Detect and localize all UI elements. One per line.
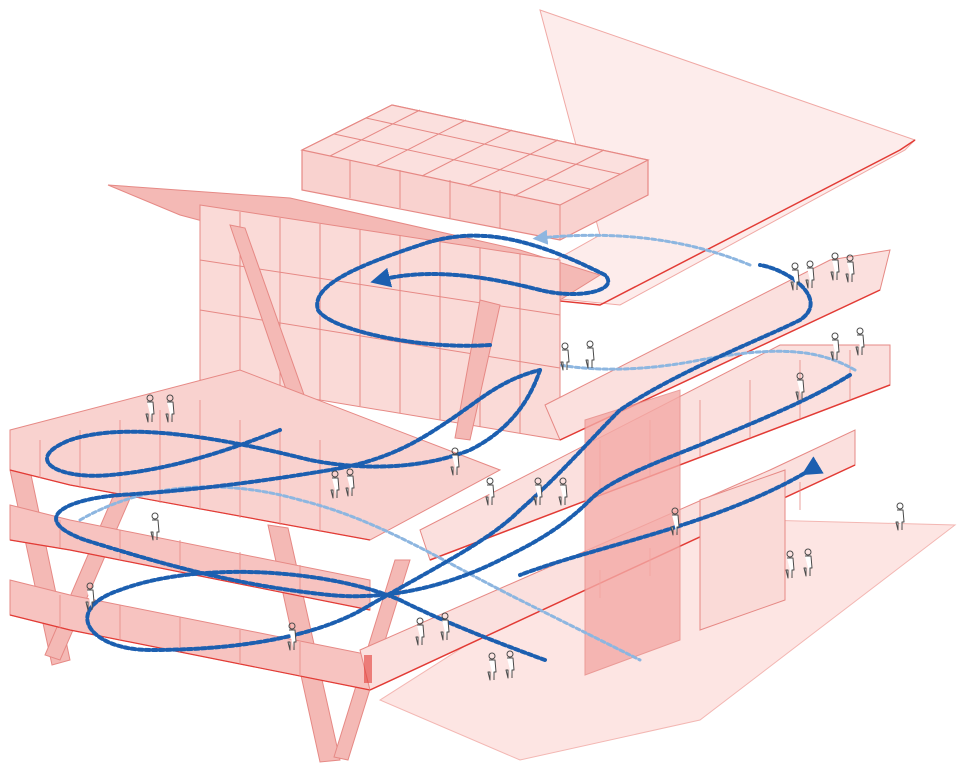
- railing-panels: [39, 400, 321, 676]
- circulation-primary: [45, 233, 852, 662]
- person-figure-icon: [150, 512, 160, 541]
- floor-level-3: [9, 369, 502, 541]
- detail-marker: [364, 655, 372, 683]
- floor-level-2: [9, 504, 371, 611]
- roof-grid-lines: [301, 109, 649, 240]
- person-figure-icon: [585, 340, 595, 369]
